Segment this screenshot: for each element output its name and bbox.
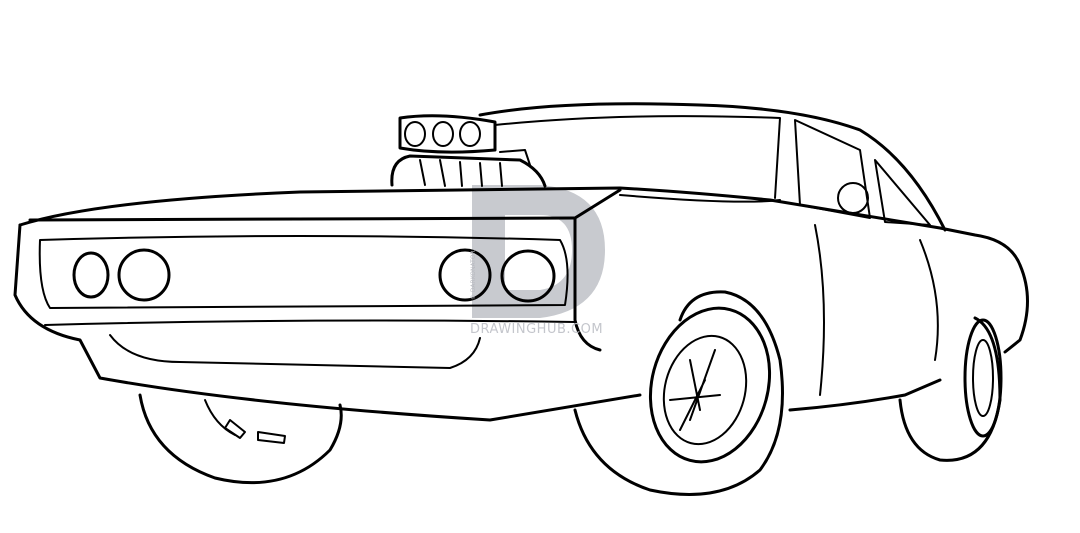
- front-left-wheel: [138, 393, 343, 485]
- car-body: [13, 186, 1029, 422]
- headlights: [72, 248, 556, 303]
- roof-windows: [478, 102, 947, 232]
- front-right-wheel: [573, 290, 784, 496]
- rear-wheel: [898, 316, 1003, 462]
- watermark-credit: © DARKONATOR: [470, 250, 477, 300]
- engine-blower: [390, 114, 547, 188]
- watermark-text: DRAWINGHUB.COM: [470, 322, 604, 337]
